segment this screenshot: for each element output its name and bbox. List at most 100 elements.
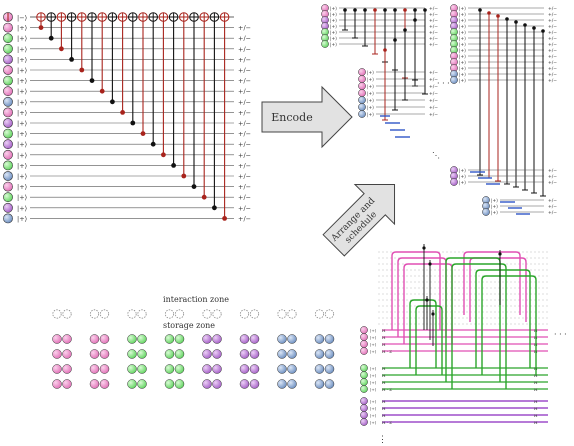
qubit-atom xyxy=(3,22,13,33)
encoded-atom xyxy=(321,40,329,48)
encoded-ket: |+⟩ xyxy=(459,60,466,66)
control-dot xyxy=(363,8,367,12)
stored-atom xyxy=(127,379,137,389)
interaction-zone-label: interaction zone xyxy=(163,295,229,304)
encoded-ket: |+⟩ xyxy=(330,12,337,18)
measure-label: +/− xyxy=(238,183,251,191)
measure-label: +/− xyxy=(238,56,251,64)
stored-atom xyxy=(89,364,100,374)
encoded-ket: |+⟩ xyxy=(330,24,337,30)
control-dot xyxy=(403,8,407,12)
control-dot xyxy=(38,25,44,30)
sched-ket: |+⟩ xyxy=(370,380,377,385)
sched-ket: |+⟩ xyxy=(370,342,377,347)
encoded-pm: +/− xyxy=(548,36,557,42)
encode-label: Encode xyxy=(271,111,312,124)
encoded-pm: +/− xyxy=(548,60,557,66)
control-dot xyxy=(69,57,74,62)
qubit-ket: |+⟩ xyxy=(17,77,27,85)
sched-atom xyxy=(360,333,368,341)
control-dot xyxy=(201,194,207,200)
h-gate-label: H xyxy=(382,373,386,378)
stored-atom xyxy=(277,379,287,389)
stored-atom xyxy=(99,364,110,374)
measure-label: +/− xyxy=(238,98,251,106)
stored-atom xyxy=(314,364,325,374)
encoded-pm: +/− xyxy=(548,174,557,180)
qubit-atom xyxy=(3,149,13,160)
h-gate-label: H xyxy=(382,335,386,340)
sched-ket: |+⟩ xyxy=(370,366,377,371)
encoded-ket: |+⟩ xyxy=(459,30,466,36)
qubit-ket: |+⟩ xyxy=(17,56,27,64)
control-dot xyxy=(423,8,427,12)
encoded-pm: +/− xyxy=(548,30,557,36)
control-dot xyxy=(181,173,187,179)
encoded-ket: |+⟩ xyxy=(459,24,466,30)
stored-atom xyxy=(249,349,260,359)
empty-trap-icon xyxy=(212,309,222,319)
stored-atom xyxy=(174,349,185,359)
sched-atom xyxy=(360,340,368,348)
encoded-ket: |+⟩ xyxy=(330,42,337,48)
encoded-pm: +/− xyxy=(429,84,438,90)
control-dot xyxy=(428,262,432,266)
encoded-pm: +/− xyxy=(548,72,557,78)
stored-atom xyxy=(202,334,212,344)
control-dot xyxy=(487,11,491,15)
h-gate-label: H xyxy=(534,373,538,378)
h-gate-label: H · Z xyxy=(382,349,392,354)
stored-atom xyxy=(287,349,297,359)
encoded-ket: |+⟩ xyxy=(459,180,466,186)
encoded-pm: +/− xyxy=(429,42,438,48)
qubit-ket: |+⟩ xyxy=(17,109,27,117)
stored-atom xyxy=(174,364,185,374)
qubit-ket: |+⟩ xyxy=(17,194,27,202)
stored-atom xyxy=(99,334,110,344)
sched-atom xyxy=(360,404,368,412)
qubit-atom xyxy=(3,128,13,139)
encoded-ket: |+⟩ xyxy=(367,70,374,76)
control-dot xyxy=(120,110,125,115)
measure-label: +/− xyxy=(238,120,251,128)
control-dot xyxy=(353,8,357,12)
control-dot xyxy=(343,8,347,12)
empty-trap-icon xyxy=(314,309,325,319)
route-loop xyxy=(409,299,437,368)
control-dot xyxy=(59,46,64,52)
ellipsis-icon: ⋱ xyxy=(432,151,440,160)
encoded-pm: +/− xyxy=(429,91,438,97)
ellipsis-icon: · · · xyxy=(554,330,567,339)
encoded-pm: +/− xyxy=(429,18,438,24)
encoded-pm: +/− xyxy=(548,6,557,12)
qubit-ket: |+⟩ xyxy=(17,204,27,212)
control-dot xyxy=(89,78,95,83)
stored-atom xyxy=(287,334,297,344)
measure-label: +/− xyxy=(238,77,251,85)
empty-trap-icon xyxy=(239,309,250,319)
stored-atom xyxy=(212,379,222,389)
storage-zone-label: storage zone xyxy=(163,321,215,330)
control-dot xyxy=(373,8,377,12)
sched-ket: |+⟩ xyxy=(370,328,377,333)
encoded-pm: +/− xyxy=(548,18,557,24)
encoded-ket: |+⟩ xyxy=(367,84,374,90)
stored-atom xyxy=(239,379,250,389)
qubit-ket: |+⟩ xyxy=(17,45,27,53)
control-dot xyxy=(393,8,397,12)
stored-atom xyxy=(137,349,147,359)
encoded-ket: |+⟩ xyxy=(459,66,466,72)
h-gate-label: H xyxy=(382,406,386,411)
qubit-ket: |+⟩ xyxy=(17,215,27,223)
route-loop xyxy=(391,251,441,330)
h-gate-label: H xyxy=(534,413,538,418)
encoded-pm: +/− xyxy=(548,78,557,84)
stored-atom xyxy=(239,349,250,359)
qubit-ket: |+⟩ xyxy=(17,151,27,159)
empty-trap-icon xyxy=(62,309,72,319)
qubit-ket: |+⟩ xyxy=(17,67,27,75)
sched-atom xyxy=(360,411,368,419)
empty-trap-icon xyxy=(164,309,175,319)
stored-atom xyxy=(62,379,72,389)
